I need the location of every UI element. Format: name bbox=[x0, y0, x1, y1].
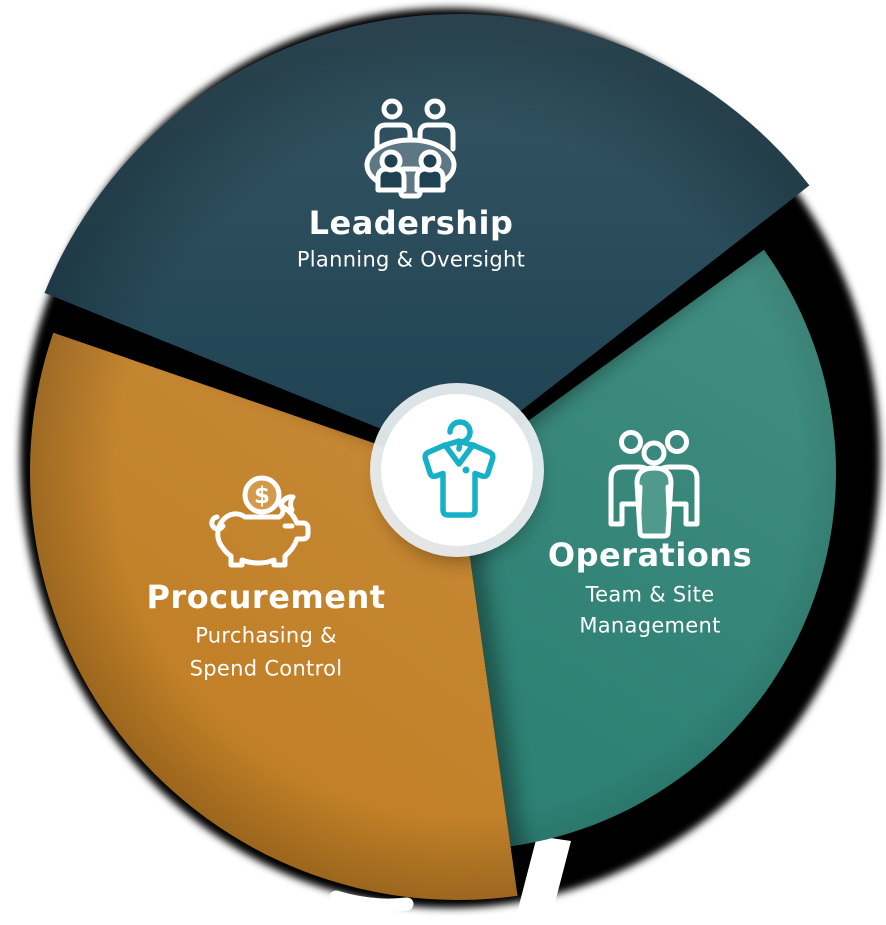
person-head bbox=[424, 98, 446, 120]
tshirt-hanger-icon bbox=[422, 419, 496, 518]
center-circle bbox=[381, 394, 533, 546]
pig-ear bbox=[278, 494, 296, 513]
pig-body bbox=[215, 503, 311, 568]
team-leader-head bbox=[641, 440, 667, 466]
meeting-table-icon bbox=[364, 98, 457, 199]
team-leader-arm bbox=[665, 484, 672, 514]
coin-dollar-sign: $ bbox=[254, 483, 270, 509]
coin bbox=[242, 475, 282, 515]
seated-person-head bbox=[379, 149, 403, 173]
segment-procurement-subtitle-line2: Spend Control bbox=[189, 656, 343, 681]
tshirt-chest-dot bbox=[462, 466, 470, 474]
segment-operations-subtitle-line2: Management bbox=[579, 613, 721, 638]
team-leader-body bbox=[634, 465, 674, 539]
segment-leadership-title: Leadership bbox=[308, 204, 514, 242]
segment-operations-title: Operations bbox=[547, 536, 753, 574]
person-shoulders bbox=[374, 122, 413, 152]
tshirt-body bbox=[422, 442, 496, 518]
tshirt-vneck bbox=[442, 442, 476, 467]
seated-person-head bbox=[418, 149, 442, 173]
segment-operations-subtitle-line1: Team & Site bbox=[585, 582, 715, 607]
team-member-head bbox=[619, 430, 643, 454]
team-group-icon bbox=[608, 430, 700, 539]
segment-procurement-title: Procurement bbox=[146, 578, 386, 616]
piggy-bank-icon: $ bbox=[209, 475, 311, 568]
hanger-bar bbox=[440, 438, 478, 449]
pig-tail bbox=[209, 514, 226, 532]
team-leader-arm bbox=[636, 484, 643, 514]
team-member-head bbox=[665, 430, 689, 454]
shadow-swoosh-highlight bbox=[329, 890, 414, 912]
person-shoulders bbox=[417, 122, 456, 152]
segment-procurement-subtitle-line1: Purchasing & bbox=[195, 623, 337, 648]
shadow-gap bbox=[517, 836, 571, 918]
segment-leadership-subtitle: Planning & Oversight bbox=[296, 247, 526, 272]
person-head bbox=[381, 98, 403, 120]
